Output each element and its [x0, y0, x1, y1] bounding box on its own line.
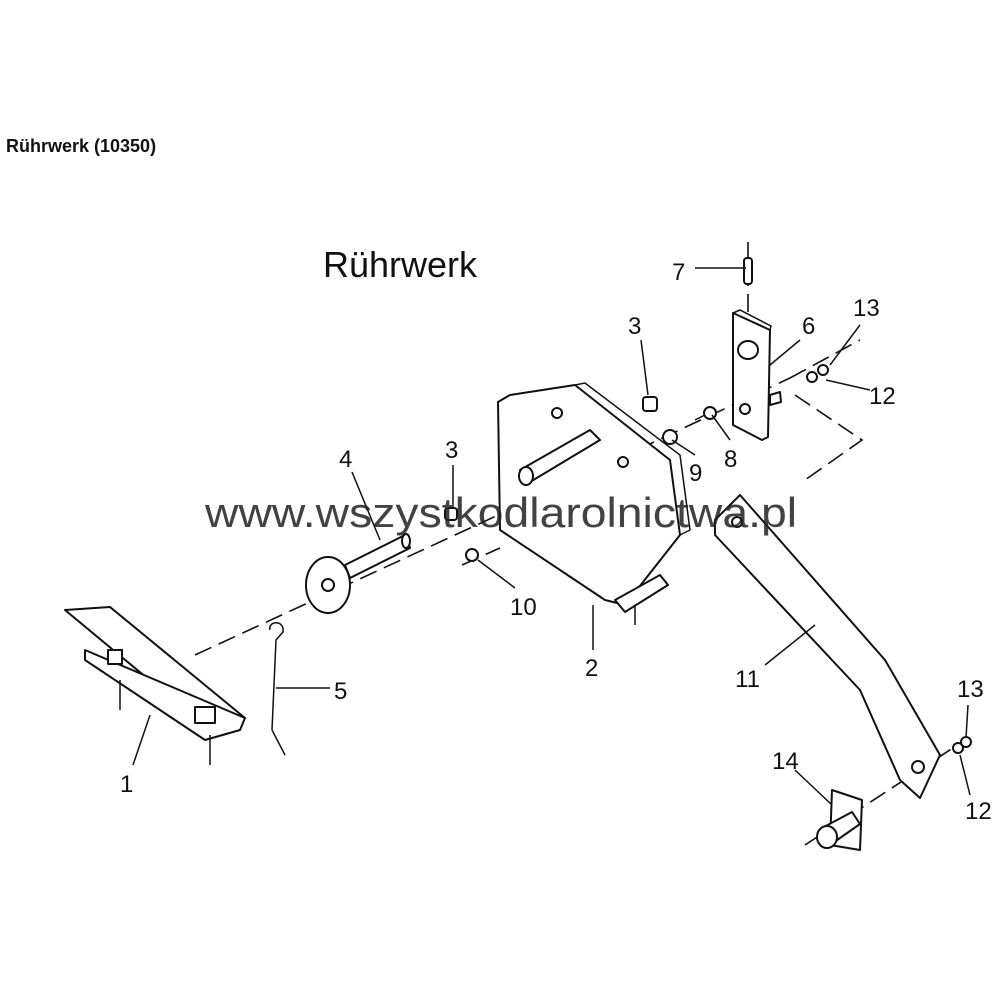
- callout-12-upper: 12: [869, 383, 896, 410]
- callout-4: 4: [339, 446, 352, 473]
- callout-2: 2: [585, 655, 598, 682]
- page-title: Rührwerk (10350): [6, 136, 157, 156]
- part-1-bracket: [64, 606, 246, 765]
- callout-13-upper: 13: [853, 295, 880, 322]
- leader-lines: [132, 267, 971, 806]
- part-3-nut-upper: [642, 396, 658, 412]
- part-13-nut-upper: [817, 364, 829, 376]
- part-10-nut: [465, 548, 479, 562]
- watermark: www.wszystkodlarolnictwa.pl: [204, 489, 797, 536]
- callout-labels: 1 2 3 3 4 5 6 7 8 9 10 11 12 12 13 13 14: [120, 259, 992, 825]
- part-13-nut-lower: [960, 736, 972, 748]
- part-7-pin: [743, 257, 753, 285]
- callout-12-lower: 12: [965, 798, 992, 825]
- callout-3-upper: 3: [628, 313, 641, 340]
- part-5-hook: [269, 622, 286, 756]
- callout-7: 7: [672, 259, 685, 286]
- part-6-lever: [732, 257, 782, 441]
- callout-9: 9: [689, 460, 702, 487]
- callout-10: 10: [510, 594, 537, 621]
- part-12-washer-upper: [806, 371, 818, 383]
- callout-14: 14: [772, 748, 799, 775]
- callout-13-lower: 13: [957, 676, 984, 703]
- part-2-plate: [497, 382, 691, 625]
- part-4-agitator-shaft: [305, 533, 411, 614]
- callout-11: 11: [735, 666, 760, 693]
- part-12-washer-lower: [952, 742, 964, 754]
- diagram-title: Rührwerk: [323, 244, 478, 285]
- callout-6: 6: [802, 313, 815, 340]
- callout-3-lower: 3: [445, 437, 458, 464]
- part-11-arm: [714, 494, 941, 799]
- part-3-nut-lower: [444, 507, 458, 521]
- part-14-pivot-bracket: [816, 789, 863, 851]
- callout-5: 5: [334, 678, 347, 705]
- callout-8: 8: [724, 446, 737, 473]
- callout-1: 1: [120, 771, 133, 798]
